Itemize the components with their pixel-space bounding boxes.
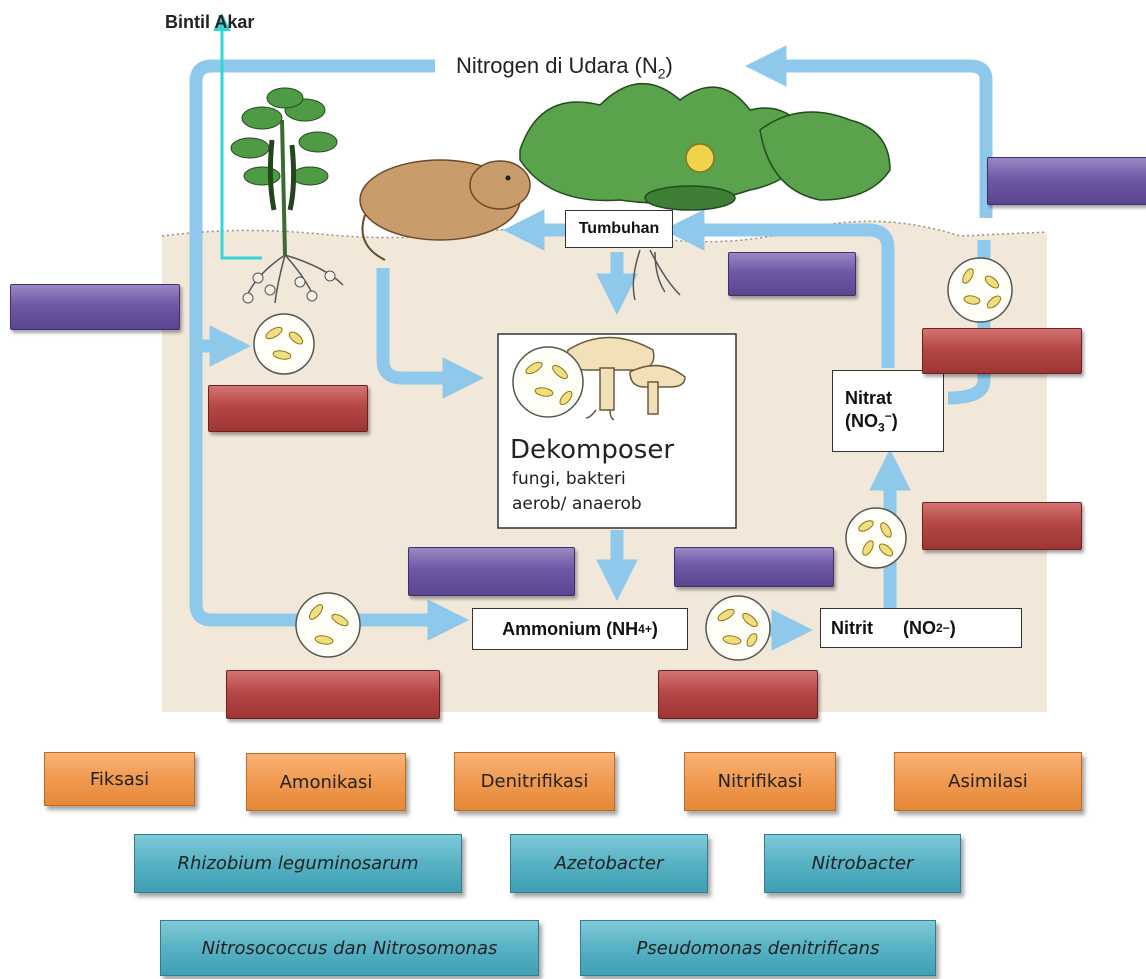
nitrat-label: Nitrat (NO3−) [832, 370, 944, 452]
option-asimilasi[interactable]: Asimilasi [894, 752, 1082, 811]
answer-slot-denitrification-organism[interactable] [922, 328, 1082, 374]
option-nitrobacter[interactable]: Nitrobacter [764, 834, 961, 893]
cucurbit-plant-illustration [519, 83, 891, 301]
legume-plant-illustration [230, 87, 344, 304]
nitrogen-udara-label: Nitrogen di Udara (N2) [450, 53, 679, 82]
bintil-akar-arrow [213, 13, 262, 260]
dekomposer-title: Dekomposer [510, 435, 675, 465]
option-nitrifikasi[interactable]: Nitrifikasi [684, 752, 836, 811]
mushroom-illustration [566, 336, 686, 421]
answer-slot-ammonification-organism[interactable] [226, 670, 440, 719]
dekomposer-subtitle-1: fungi, bakteri [512, 469, 626, 489]
bacteria-icon [253, 313, 315, 375]
answer-slot-nitrobacter-organism[interactable] [922, 502, 1082, 550]
bacteria-icon [947, 257, 1013, 323]
answer-slot-ammonification-process[interactable] [408, 547, 575, 596]
option-fiksasi[interactable]: Fiksasi [44, 752, 195, 806]
option-amonikasi[interactable]: Amonikasi [246, 753, 406, 811]
soil-surface-line [161, 220, 1048, 243]
answer-slot-fixation-organism[interactable] [208, 385, 368, 432]
answer-slot-nitrification-process[interactable] [674, 547, 834, 587]
option-pseudomonas-denitrificans[interactable]: Pseudomonas denitrificans [580, 920, 936, 976]
bacteria-icon [295, 592, 361, 658]
option-denitrifikasi[interactable]: Denitrifikasi [454, 752, 615, 811]
tumbuhan-label: Tumbuhan [565, 210, 673, 248]
answer-slot-assimilation-process[interactable] [728, 252, 856, 296]
bintil-akar-label: Bintil Akar [165, 12, 255, 32]
answer-slot-fixation-process[interactable] [10, 284, 180, 330]
bacteria-icon [705, 595, 771, 661]
option-rhizobium-leguminosarum[interactable]: Rhizobium leguminosarum [134, 834, 462, 893]
option-nitrosococcus-nitrosomonas[interactable]: Nitrosococcus dan Nitrosomonas [160, 920, 539, 976]
bacteria-icon [845, 507, 907, 569]
option-azetobacter[interactable]: Azetobacter [510, 834, 708, 893]
answer-slot-nitrification-organism[interactable] [658, 670, 818, 719]
answer-slot-denitrification-process[interactable] [987, 157, 1146, 205]
animal-illustration [359, 159, 531, 261]
dekomposer-subtitle-2: aerob/ anaerob [512, 494, 642, 514]
bacteria-icon [512, 346, 584, 418]
